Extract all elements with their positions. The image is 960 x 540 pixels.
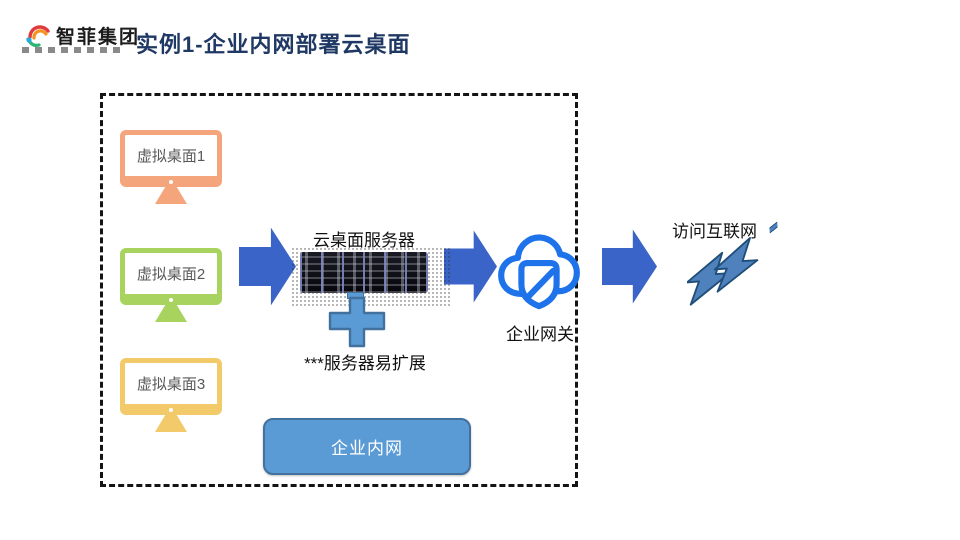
server-scalability-note: ***服务器易扩展 <box>304 354 426 373</box>
monitor-frame: 虚拟桌面3 <box>120 358 222 415</box>
monitor-stand <box>155 305 187 322</box>
monitor-stand <box>155 187 187 204</box>
monitor-frame: 虚拟桌面2 <box>120 248 222 305</box>
internet-access-label: 访问互联网 <box>672 222 757 241</box>
monitor-power-dot <box>169 298 173 302</box>
intranet-boundary-box <box>100 93 578 487</box>
monitor-frame: 虚拟桌面1 <box>120 130 222 187</box>
server-title: 云桌面服务器 <box>313 231 415 250</box>
company-logo-text: 智菲集团 <box>56 27 141 48</box>
right-arrow-icon <box>602 229 657 304</box>
virtual-desktop-2-label: 虚拟桌面2 <box>136 266 206 283</box>
virtual-desktop-1-label: 虚拟桌面1 <box>136 148 206 165</box>
gateway-cloud-shield-icon <box>498 234 580 310</box>
virtual-desktop-3-label: 虚拟桌面3 <box>136 376 206 393</box>
company-logo-icon <box>26 25 50 47</box>
gateway-label: 企业网关 <box>506 325 574 344</box>
virtual-desktop-3: 虚拟桌面3 <box>120 358 260 432</box>
virtual-desktop-2: 虚拟桌面2 <box>120 248 260 322</box>
intranet-label: 企业内网 <box>331 439 403 458</box>
lightning-bolt-icon <box>687 237 759 306</box>
server-rack-icon <box>300 252 428 293</box>
page-title: 实例1-企业内网部署云桌面 <box>136 32 411 57</box>
intranet-label-box: 企业内网 <box>263 418 471 475</box>
virtual-desktop-1: 虚拟桌面1 <box>120 130 260 204</box>
small-bolt-fragment-icon <box>767 222 780 234</box>
logo-tagline <box>22 47 132 54</box>
monitor-power-dot <box>169 408 173 412</box>
plus-icon <box>328 296 386 348</box>
monitor-power-dot <box>169 180 173 184</box>
monitor-stand <box>155 415 187 432</box>
